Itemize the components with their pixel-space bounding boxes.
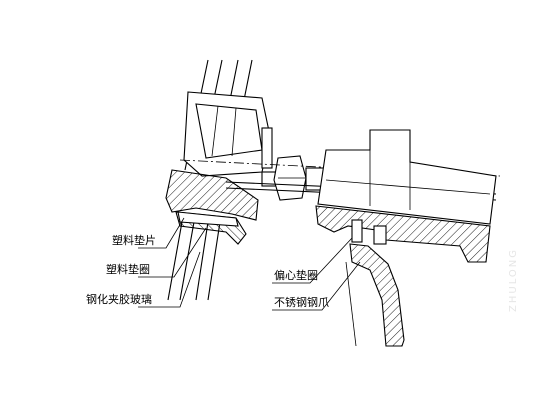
eccentric-washer <box>315 205 491 263</box>
watermark: ZHULONG <box>508 248 519 312</box>
leader-lines <box>138 217 361 311</box>
label-eccentric-washer: 偏心垫圈 <box>274 268 318 282</box>
label-plastic-gasket: 塑料垫片 <box>112 233 156 247</box>
glass-panel-lower <box>167 221 221 301</box>
label-laminated-glass: 钢化夹胶玻璃 <box>86 292 152 306</box>
label-stainless-claw: 不锈钢钢爪 <box>274 296 329 309</box>
claw-arm-edge <box>345 261 357 347</box>
plastic-gasket <box>177 211 239 227</box>
label-plastic-washer: 塑料垫圈 <box>106 262 150 276</box>
stainless-claw-arm <box>349 243 405 347</box>
claw-body <box>317 129 497 225</box>
bolt-head-housing <box>183 91 273 177</box>
